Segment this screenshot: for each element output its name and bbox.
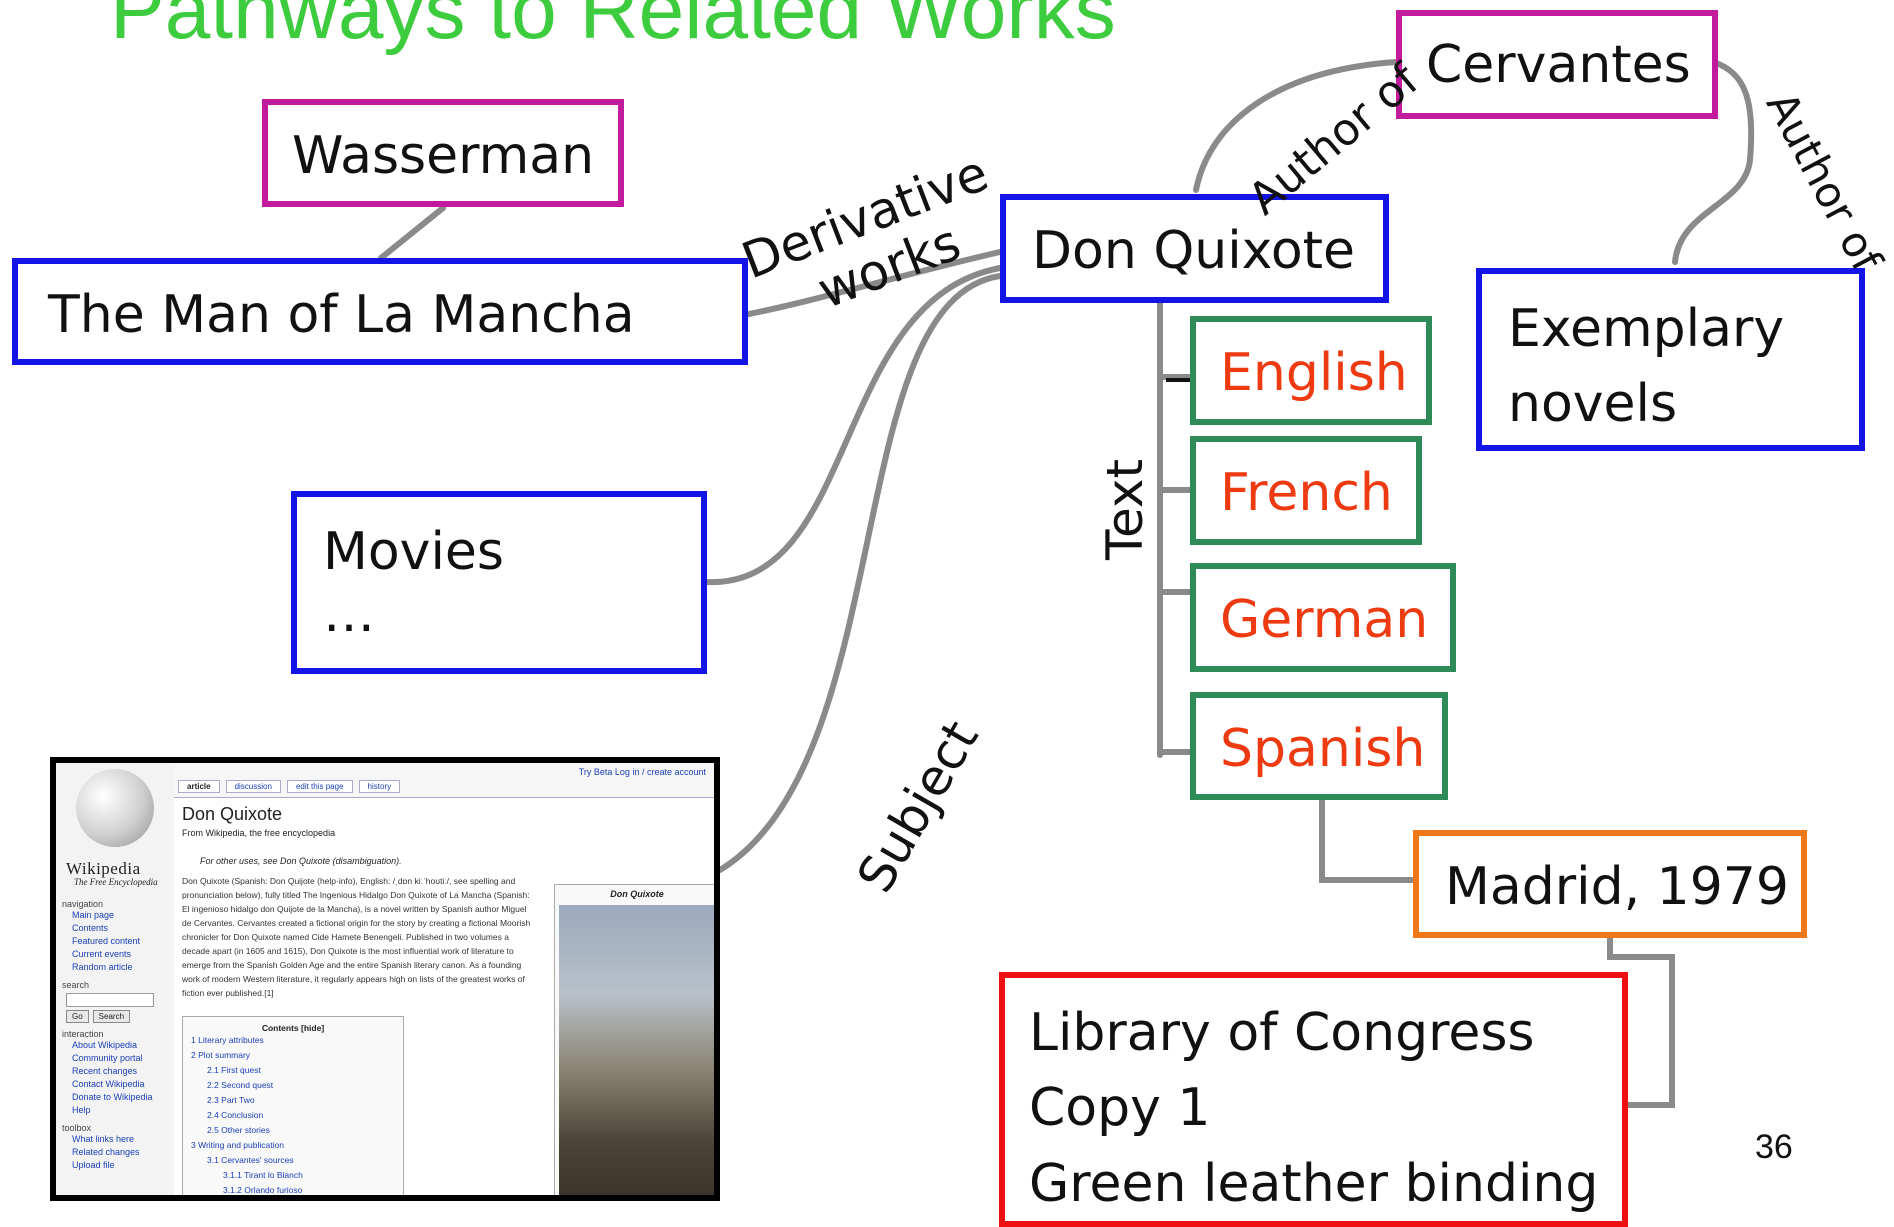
language-english-label: English <box>1220 343 1408 403</box>
library-line-2: Copy 1 <box>1029 1078 1211 1139</box>
interaction-link[interactable]: Recent changes <box>72 1066 138 1076</box>
wikipedia-body-text: Don Quixote (Spanish: Don Quijote (help·… <box>182 876 531 998</box>
library-line-1: Library of Congress <box>1029 1003 1535 1063</box>
exemplary-novels-node: Exemplary novels <box>1476 268 1865 451</box>
madrid-node: Madrid, 1979 <box>1413 830 1807 938</box>
movies-ellipsis: … <box>323 584 375 645</box>
wikipedia-screenshot: Wikipedia The Free Encyclopedia navigati… <box>50 757 720 1201</box>
tab-discussion[interactable]: discussion <box>225 780 281 793</box>
wikipedia-tabs: article discussion edit this page history <box>178 780 406 793</box>
wasserman-connector <box>378 205 446 261</box>
cervantes-node: Cervantes <box>1396 10 1718 119</box>
toc-item[interactable]: 2.4 Conclusion <box>207 1110 264 1120</box>
toolbox-link[interactable]: What links here <box>72 1134 135 1144</box>
wikipedia-search-button[interactable]: Search <box>92 1010 131 1023</box>
wikipedia-hatnote: For other uses, see Don Quixote (disambi… <box>200 856 402 866</box>
interaction-heading: interaction <box>62 1029 104 1039</box>
wikipedia-from-line: From Wikipedia, the free encyclopedia <box>182 828 336 838</box>
man-of-la-mancha-label: The Man of La Mancha <box>48 285 635 345</box>
search-heading: search <box>62 980 90 990</box>
exemplary-novels-line-2: novels <box>1508 374 1678 435</box>
wikipedia-content: Don Quixote From Wikipedia, the free enc… <box>174 797 714 1195</box>
cervantes-label: Cervantes <box>1426 35 1691 95</box>
toc-item[interactable]: 2.1 First quest <box>207 1065 261 1075</box>
toc-item[interactable]: 2.3 Part Two <box>207 1095 255 1105</box>
interaction-link[interactable]: Contact Wikipedia <box>72 1079 145 1089</box>
don-quixote-node: Don Quixote <box>1000 194 1389 303</box>
nav-link[interactable]: Random article <box>72 962 133 972</box>
toolbox-heading: toolbox <box>62 1123 92 1133</box>
wikipedia-toc: Contents [hide] 1 Literary attributes 2 … <box>182 1016 404 1195</box>
interaction-link[interactable]: Help <box>72 1105 91 1115</box>
toc-item[interactable]: 3.1.2 Orlando furioso <box>223 1185 303 1195</box>
exemplary-novels-line-1: Exemplary <box>1508 299 1785 359</box>
tab-history[interactable]: history <box>358 780 401 793</box>
interaction-link[interactable]: About Wikipedia <box>72 1040 138 1050</box>
derivative-works-connector <box>741 249 1003 318</box>
text-label: Text <box>1096 458 1154 560</box>
author-of-left-connector <box>1193 59 1399 193</box>
don-quixote-statue-photo <box>559 905 714 1195</box>
nav-link[interactable]: Contents <box>72 923 109 933</box>
language-german-label: German <box>1220 590 1429 650</box>
language-german: German <box>1190 563 1456 672</box>
don-quixote-label: Don Quixote <box>1032 221 1356 281</box>
wikipedia-globe-icon <box>76 769 154 847</box>
spanish-madrid-connector <box>1319 797 1418 883</box>
language-french-label: French <box>1220 463 1393 523</box>
wikipedia-sidebar: Wikipedia The Free Encyclopedia navigati… <box>56 763 174 1195</box>
wasserman-label: Wasserman <box>292 126 595 186</box>
wikipedia-wordmark: Wikipedia <box>66 859 141 878</box>
wikipedia-search-input[interactable] <box>66 993 154 1007</box>
subject-connector <box>717 273 1003 873</box>
man-of-la-mancha-node: The Man of La Mancha <box>12 258 748 365</box>
interaction-link[interactable]: Community portal <box>72 1053 143 1063</box>
library-line-3: Green leather binding <box>1029 1153 1599 1214</box>
slide-title: Pathways to Related Works <box>110 0 1116 56</box>
madrid-library-connector <box>1607 935 1675 1108</box>
nav-link[interactable]: Current events <box>72 949 132 959</box>
toc-item[interactable]: 2.5 Other stories <box>207 1125 270 1135</box>
author-of-right-connector <box>1672 59 1755 265</box>
language-english: English <box>1190 316 1432 425</box>
movies-node: Movies … <box>291 491 707 674</box>
movies-label: Movies <box>323 522 504 582</box>
toc-title: Contents [hide] <box>261 1023 325 1033</box>
wikipedia-infobox: Don Quixote <box>554 884 714 1195</box>
nav-link[interactable]: Main page <box>72 910 115 920</box>
wikipedia-page-title: Don Quixote <box>182 804 283 824</box>
library-node: Library of Congress Copy 1 Green leather… <box>999 972 1628 1227</box>
wikipedia-login-link[interactable]: Try Beta Log in / create account <box>578 767 706 777</box>
toc-item[interactable]: 2.2 Second quest <box>207 1080 274 1090</box>
wikipedia-nav: navigation Main page Contents Featured c… <box>62 893 170 1172</box>
nav-heading: navigation <box>62 899 104 909</box>
toc-item[interactable]: 3.1 Cervantes' sources <box>207 1155 294 1165</box>
nav-link[interactable]: Featured content <box>72 936 141 946</box>
text-bracket-connector <box>1157 297 1193 758</box>
tab-article[interactable]: article <box>178 780 220 793</box>
language-spanish-label: Spanish <box>1220 719 1426 779</box>
wikipedia-go-button[interactable]: Go <box>66 1010 89 1023</box>
wasserman-node: Wasserman <box>262 99 624 207</box>
toolbox-link[interactable]: Upload file <box>72 1160 115 1170</box>
toc-item[interactable]: 3.1.1 Tirant lo Blanch <box>223 1170 303 1180</box>
infobox-title: Don Quixote <box>610 889 664 899</box>
page-number: 36 <box>1755 1128 1793 1166</box>
tab-edit[interactable]: edit this page <box>286 780 353 793</box>
toc-item[interactable]: 1 Literary attributes <box>191 1035 264 1045</box>
interaction-link[interactable]: Donate to Wikipedia <box>72 1092 153 1102</box>
toc-item[interactable]: 2 Plot summary <box>191 1050 251 1060</box>
madrid-label: Madrid, 1979 <box>1445 857 1789 917</box>
toc-item[interactable]: 3 Writing and publication <box>191 1140 284 1150</box>
language-spanish: Spanish <box>1190 692 1448 800</box>
language-french: French <box>1190 436 1422 545</box>
wikipedia-tagline: The Free Encyclopedia <box>74 877 158 887</box>
movies-connector <box>702 265 1003 586</box>
toolbox-link[interactable]: Related changes <box>72 1147 140 1157</box>
